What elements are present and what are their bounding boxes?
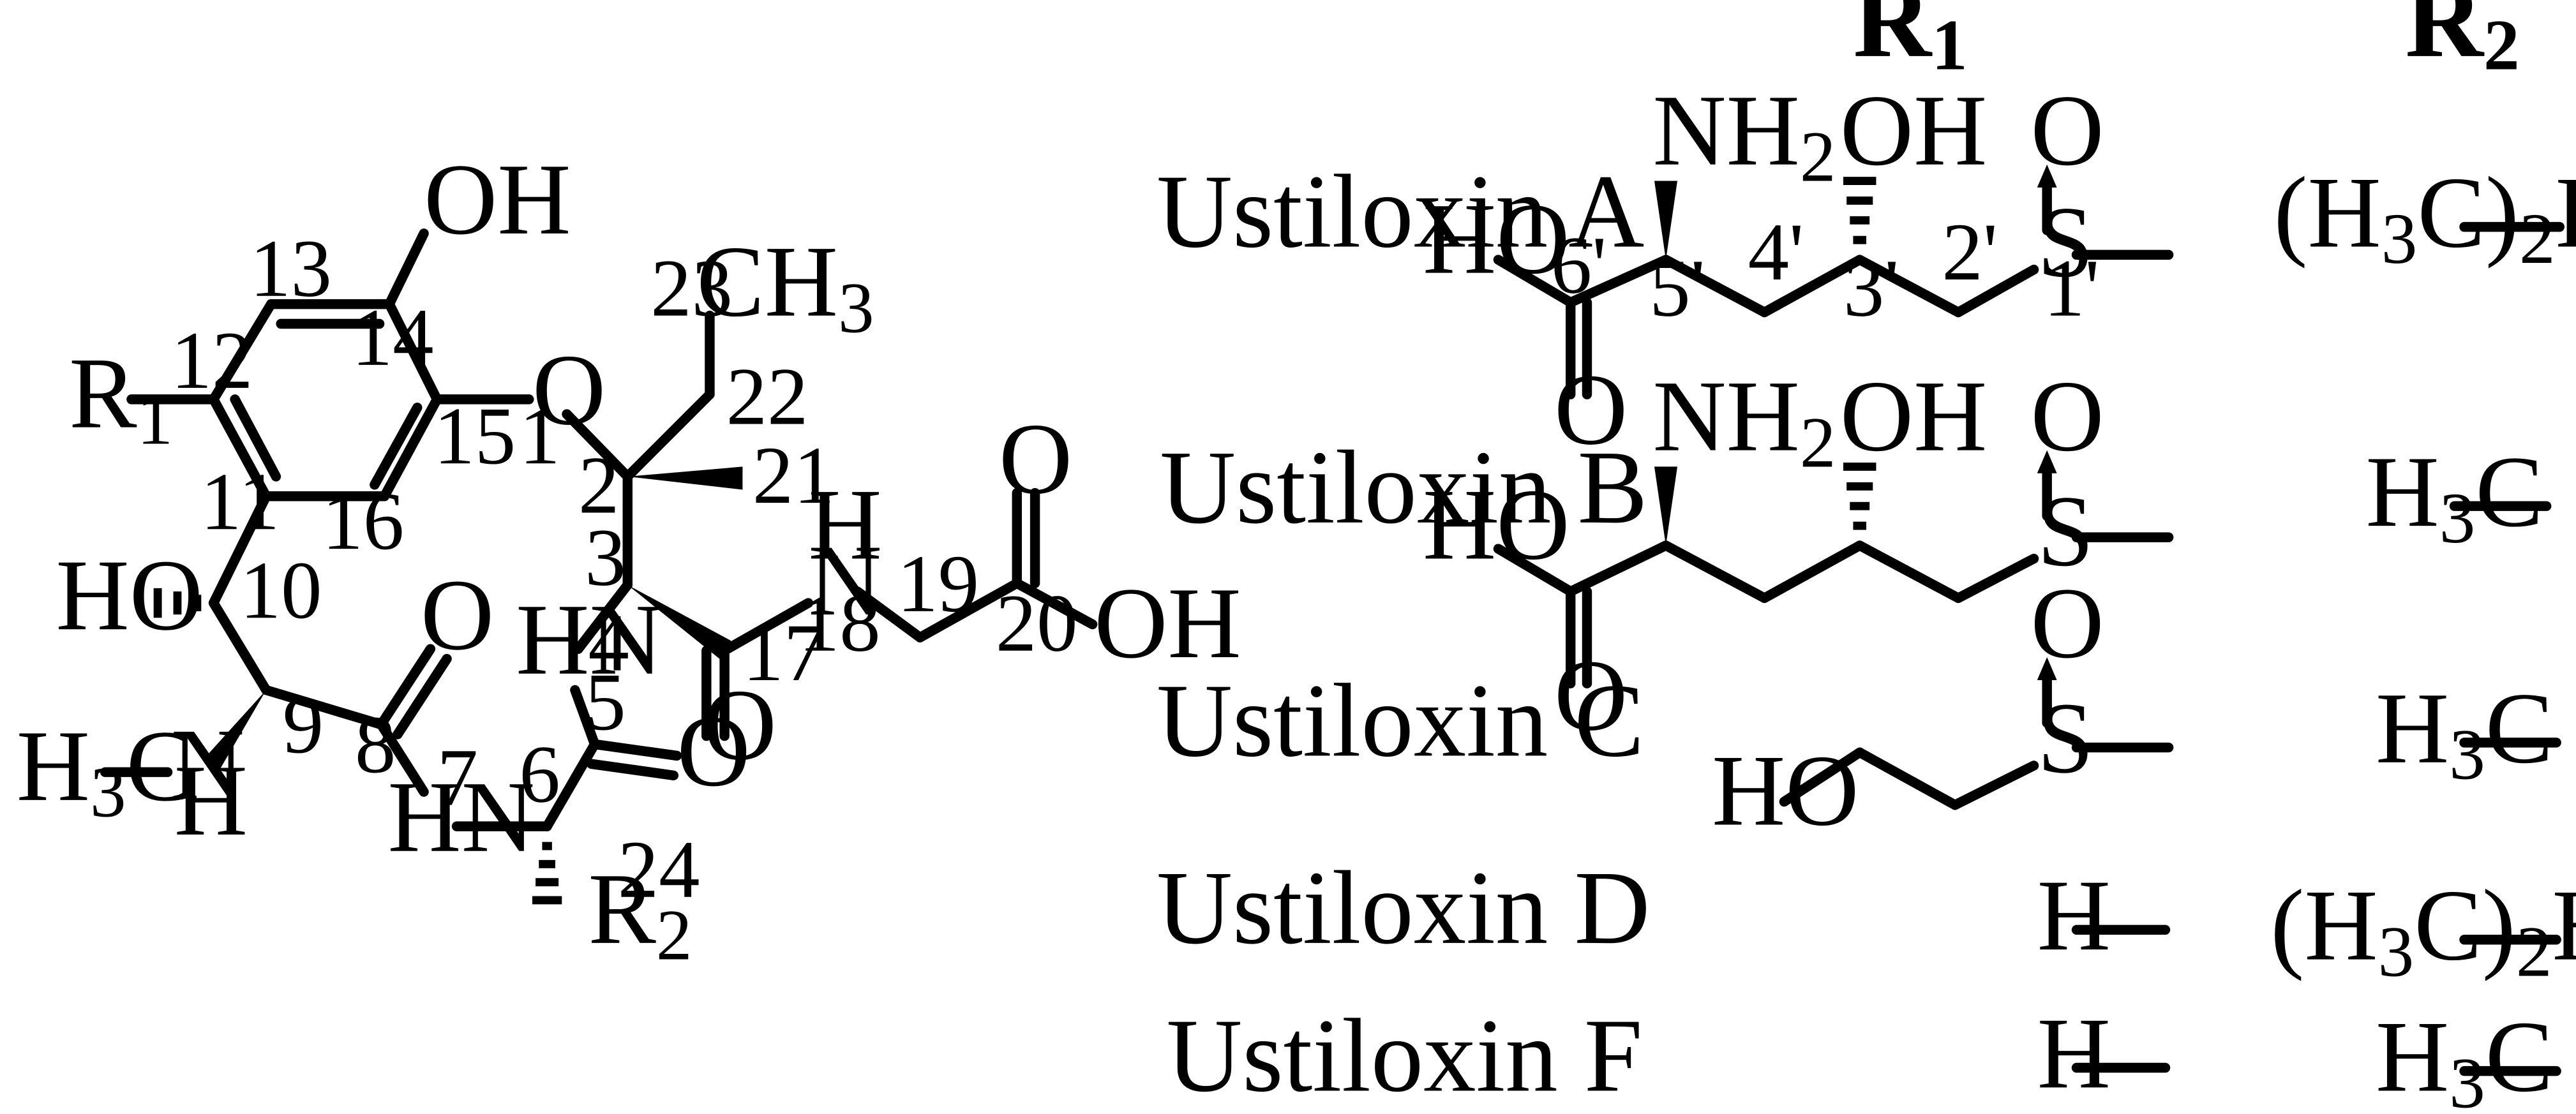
r2-group-f: H3C	[2376, 1000, 2561, 1114]
svg-text:H3C: H3C	[2376, 1000, 2553, 1114]
svg-text:1: 1	[519, 390, 560, 481]
svg-text:9: 9	[283, 679, 324, 770]
column-header-r2: R2	[2405, 0, 2519, 85]
compound-name: Ustiloxin A	[1157, 153, 1644, 270]
stereo-hash-b	[1843, 462, 1876, 530]
n18-nitrogen: N	[808, 524, 881, 637]
row-ustiloxin-d: Ustiloxin D H (H3C)2HC	[1157, 849, 2576, 991]
svg-text:OH: OH	[1840, 360, 1988, 473]
svg-text:(H3C)2HC: (H3C)2HC	[2270, 869, 2576, 992]
ether-oxygen-label: O	[532, 334, 606, 447]
svg-text:23: 23	[650, 242, 733, 334]
svg-text:(H3C)2HC: (H3C)2HC	[2273, 156, 2576, 279]
svg-text:4: 4	[588, 597, 629, 688]
core-structure: OH R1 O CH3 O H N O OH HN	[17, 143, 1241, 976]
row-ustiloxin-c: Ustiloxin C HO S O H3C	[1157, 567, 2561, 847]
svg-text:NH2: NH2	[1652, 360, 1836, 483]
hydroxyl-label: OH	[424, 143, 571, 256]
n-methyl-label: H3C	[17, 709, 194, 833]
svg-text:H3C: H3C	[2376, 672, 2553, 795]
r2-group-a: (H3C)2HC	[2273, 156, 2576, 279]
hydroxyl-10-label: HO	[56, 538, 204, 651]
hn4-label: HN	[516, 583, 663, 696]
svg-text:15: 15	[434, 390, 516, 481]
svg-text:13: 13	[250, 223, 332, 314]
r1-numbering: 6' 5' 4' 3' 2' 1'	[1551, 206, 2100, 334]
r2-label: R2	[588, 852, 692, 976]
r1-group-a: HO O NH2 OH S O 6'	[1423, 74, 2174, 466]
r1-group-c: HO S O	[1712, 567, 2174, 847]
r2-group-d: (H3C)2HC	[2270, 869, 2576, 992]
svg-text:2': 2'	[1942, 206, 1998, 297]
svg-text:17: 17	[742, 607, 825, 698]
svg-text:5': 5'	[1649, 242, 1705, 334]
compound-name: Ustiloxin F	[1167, 997, 1643, 1114]
row-ustiloxin-a: Ustiloxin A HO O NH2 OH S O	[1157, 74, 2576, 466]
carbonyl-20-oxygen: O	[999, 403, 1072, 516]
ch3-23-label: CH3	[696, 225, 874, 348]
svg-text:HO: HO	[1423, 468, 1570, 581]
svg-text:8: 8	[355, 699, 396, 790]
svg-text:HO: HO	[1423, 182, 1570, 295]
carbonyl-17-oxygen: O	[703, 669, 777, 782]
svg-text:12: 12	[171, 315, 253, 406]
svg-text:O: O	[2030, 74, 2104, 187]
row-ustiloxin-f: Ustiloxin F H H3C	[1167, 997, 2561, 1114]
amine-nitrogen: N	[171, 708, 244, 821]
svg-text:1': 1'	[2044, 242, 2100, 334]
stereo-hash-3prime	[1843, 177, 1876, 244]
svg-text:O: O	[1554, 639, 1628, 752]
row-ustiloxin-b: Ustiloxin B HO O NH2 OH S O	[1160, 360, 2552, 752]
r2-group-b: H3C	[2366, 435, 2552, 558]
svg-text:10: 10	[240, 544, 322, 635]
svg-text:6': 6'	[1551, 219, 1607, 311]
svg-text:H3C: H3C	[2366, 435, 2543, 558]
svg-text:20: 20	[996, 577, 1078, 669]
benzene-ring	[208, 299, 442, 501]
r1-hydrogen: H	[2037, 997, 2111, 1110]
svg-text:4': 4'	[1748, 206, 1804, 297]
compound-name: Ustiloxin B	[1160, 429, 1647, 546]
svg-text:7: 7	[437, 732, 478, 823]
r1-group-b: HO O NH2 OH S O	[1423, 360, 2174, 752]
svg-text:3': 3'	[1843, 242, 1899, 334]
svg-text:6: 6	[519, 729, 560, 820]
carbonyl-8-oxygen: O	[421, 558, 494, 671]
svg-text:HO: HO	[1712, 734, 1859, 847]
atom-numbering: 13 14 12 15 1 11 16 2 3 10 9 8 7 6 5 4 1…	[171, 223, 1078, 915]
svg-text:R1: R1	[1853, 0, 1967, 85]
svg-text:16: 16	[322, 475, 405, 567]
carboxyl-oh-label: OH	[1094, 567, 1241, 680]
compound-name: Ustiloxin C	[1157, 662, 1644, 778]
svg-text:3: 3	[585, 512, 625, 603]
svg-text:O: O	[1554, 353, 1628, 466]
amine-hydrogen: H	[174, 744, 248, 857]
stereo-hash-c6	[532, 842, 562, 905]
n18-hydrogen: H	[808, 468, 881, 581]
r2-group-c: H3C	[2376, 672, 2561, 795]
svg-text:O: O	[2030, 567, 2104, 680]
svg-text:2: 2	[578, 440, 619, 531]
svg-text:OH: OH	[1840, 74, 1988, 187]
svg-text:5: 5	[585, 656, 625, 747]
svg-text:R2: R2	[2405, 0, 2519, 85]
svg-text:14: 14	[352, 292, 434, 383]
svg-text:21: 21	[753, 429, 835, 521]
svg-text:NH2: NH2	[1652, 74, 1836, 197]
svg-text:22: 22	[726, 351, 809, 442]
svg-text:18: 18	[798, 577, 881, 669]
r1-label: R1	[69, 337, 173, 460]
svg-text:19: 19	[897, 538, 979, 629]
column-header-r1: R1	[1853, 0, 1967, 85]
carbonyl-5-oxygen: O	[677, 695, 750, 808]
stereo-hash-c10	[153, 588, 202, 618]
svg-text:24: 24	[618, 824, 700, 915]
r1-hydrogen: H	[2037, 859, 2111, 972]
svg-text:11: 11	[200, 456, 280, 547]
compound-name: Ustiloxin D	[1157, 849, 1650, 966]
svg-text:O: O	[2030, 360, 2104, 473]
